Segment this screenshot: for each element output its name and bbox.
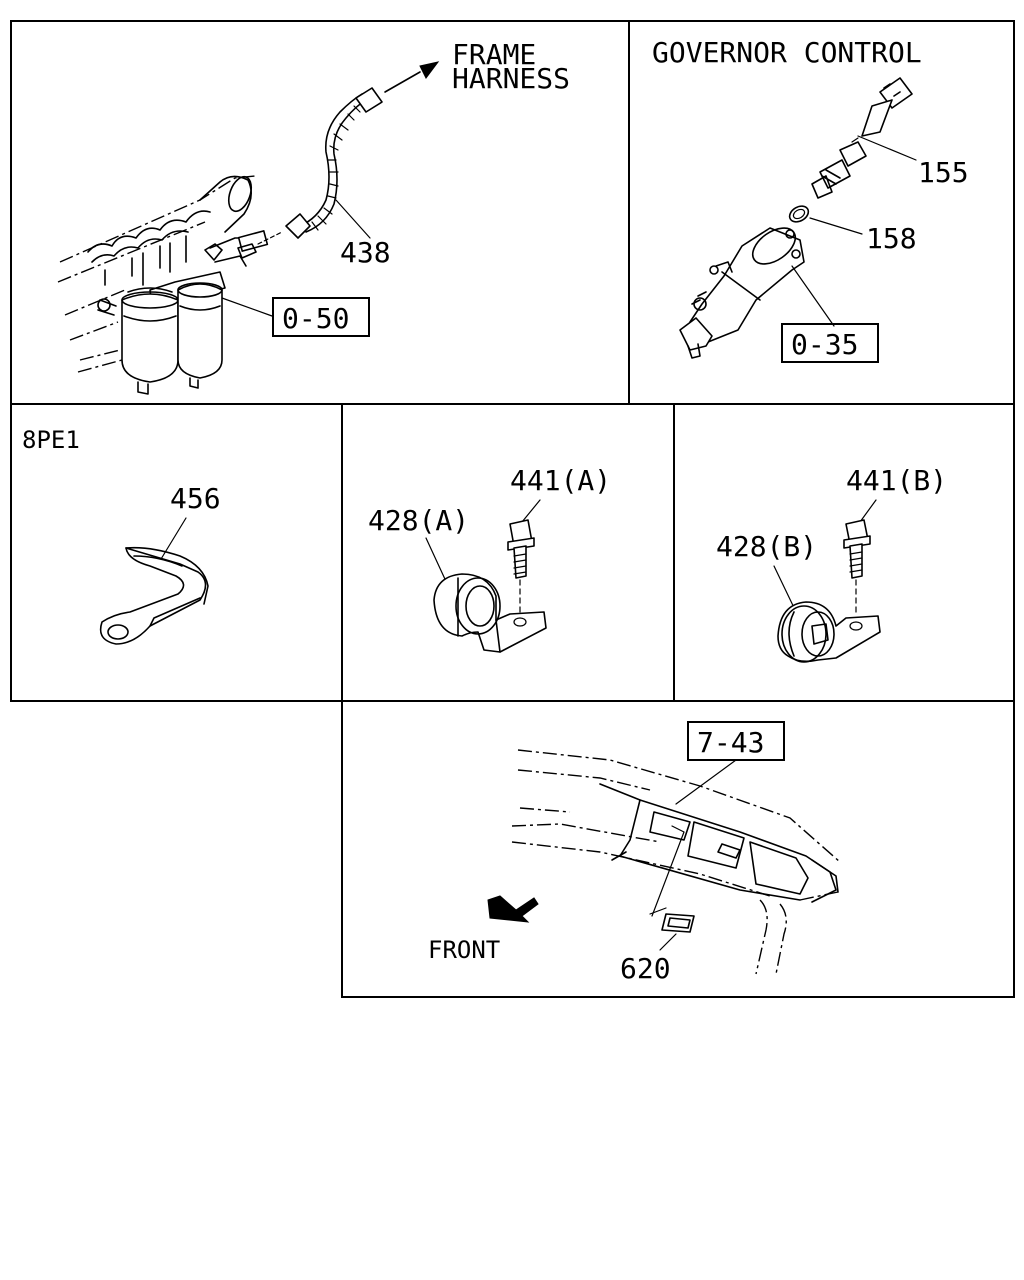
- ref-box-0-35: [781, 323, 879, 363]
- harness-label: HARNESS: [452, 62, 570, 95]
- cab-roof-console-drawing: [487, 749, 841, 975]
- panel-row-clips: [10, 403, 1015, 702]
- frame-harness-cable: [221, 61, 440, 317]
- governor-control-title: GOVERNOR CONTROL: [652, 36, 922, 69]
- part-number-456: 456: [170, 482, 221, 515]
- ref-number-0-35: 0-35: [791, 328, 858, 361]
- panel-cab-roof: [341, 700, 1015, 998]
- part-number-438: 438: [340, 236, 391, 269]
- ref-number-7-43: 7-43: [697, 726, 764, 759]
- governor-actuator-drawing: [679, 77, 917, 359]
- ref-box-0-50: [272, 297, 370, 337]
- engine-fuel-filter-drawing: [57, 175, 269, 395]
- part-number-428a: 428(A): [368, 504, 469, 537]
- part-number-155: 155: [918, 156, 969, 189]
- part-number-428b: 428(B): [716, 530, 817, 563]
- ref-box-7-43: [687, 721, 785, 761]
- model-label-8pe1: 8PE1: [22, 426, 80, 454]
- clip-456-drawing: [99, 517, 209, 645]
- front-direction-label: FRONT: [428, 936, 500, 964]
- part-number-620: 620: [620, 952, 671, 985]
- part-number-441b: 441(B): [846, 464, 947, 497]
- ref-number-0-50: 0-50: [282, 302, 349, 335]
- clamp-428b-drawing: [773, 499, 881, 663]
- part-number-441a: 441(A): [510, 464, 611, 497]
- part-number-158: 158: [866, 222, 917, 255]
- clamp-428a-drawing: [425, 499, 547, 653]
- frame-label: FRAME: [452, 38, 536, 71]
